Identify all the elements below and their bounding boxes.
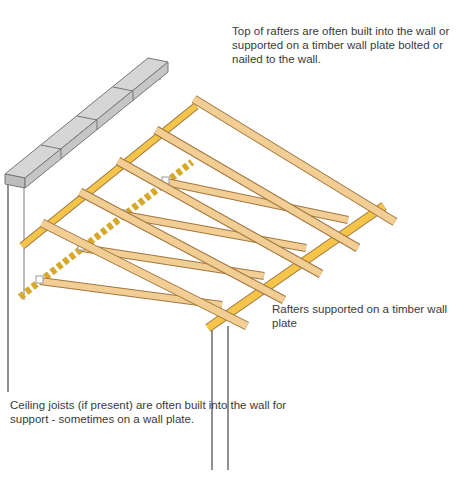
wall-edge <box>7 184 8 392</box>
note-text: Ceiling joists (if present) are often bu… <box>10 398 306 426</box>
wall-edge <box>227 326 228 470</box>
note-text: Top of rafters are often built into the … <box>232 24 468 66</box>
rafters <box>42 99 395 326</box>
coping-stones <box>5 58 168 188</box>
note-text: Rafters supported on a timber wall plate <box>272 302 457 330</box>
